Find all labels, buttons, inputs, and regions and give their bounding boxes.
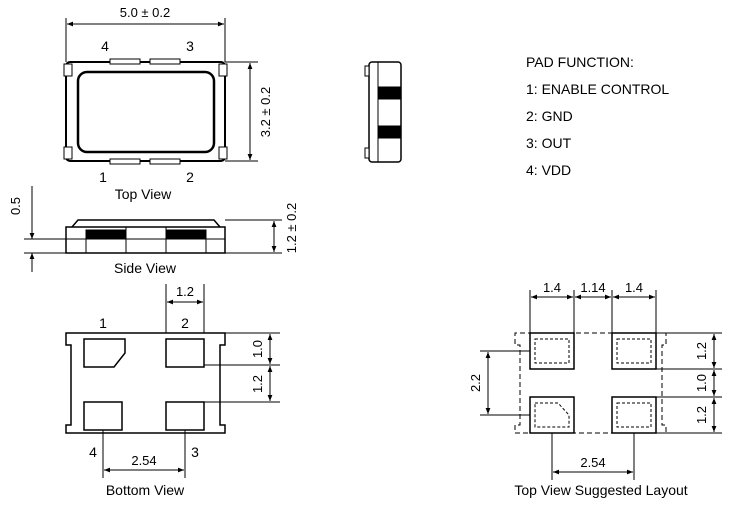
layout-padw-right-text: 1.4 (625, 280, 643, 295)
top-lid (76, 70, 216, 154)
top-pad-tab (109, 58, 141, 65)
layout-pad-3-inner (616, 402, 652, 428)
side-pad (165, 229, 207, 240)
bottom-view: 1.2 1.0 1.2 2.54 1 2 4 3 Bottom View (65, 284, 280, 498)
side-view: 0.5 1.2 ± 0.2 Side View (8, 186, 299, 276)
layout-pitch-text: 2.54 (580, 455, 605, 470)
side-view-caption: Side View (114, 260, 177, 276)
layout-gap-v-text: 1.0 (694, 374, 709, 392)
layout-pad-1-inner (534, 338, 570, 364)
bottom-body-outline (65, 332, 226, 434)
layout-padh-top-text: 1.2 (694, 342, 709, 360)
top-body-outline (65, 61, 226, 162)
top-pad-tab (149, 158, 181, 165)
profile-body (368, 61, 402, 163)
layout-pad-3 (611, 396, 657, 434)
top-pin-4: 4 (101, 38, 109, 54)
top-height-dim-text: 3.2 ± 0.2 (258, 87, 273, 138)
profile-pad (377, 125, 402, 139)
bottom-pin-3: 3 (191, 444, 199, 460)
top-pad-tab (218, 146, 228, 160)
bottom-pad-3 (165, 401, 205, 431)
pad-function-title: PAD FUNCTION: (526, 54, 634, 70)
bottom-pad-4 (83, 401, 123, 431)
layout-padw-left-text: 1.4 (543, 280, 561, 295)
bottom-view-caption: Bottom View (106, 482, 185, 498)
bottom-pad-2 (165, 338, 205, 368)
side-profile-view (364, 61, 402, 163)
bottom-pitch-dim-text: 2.54 (131, 453, 156, 468)
top-pin-2: 2 (186, 169, 194, 185)
top-pad-tab (218, 63, 228, 77)
bottom-pin-4: 4 (89, 444, 97, 460)
pad-function-item: 4: VDD (526, 162, 571, 178)
layout-pad-2 (611, 332, 657, 370)
layout-pad-4 (529, 396, 575, 434)
layout-pad-4-inner (534, 402, 570, 428)
bottom-padh-dim-text: 1.0 (250, 340, 265, 358)
side-lid (71, 219, 221, 228)
layout-body-outline (514, 332, 667, 434)
top-view-caption: Top View (115, 186, 172, 202)
profile-tab (364, 65, 370, 77)
suggested-layout-view: 1.4 1.14 1.4 2.2 1.2 1.0 1.2 2.5 (468, 280, 722, 498)
bottom-pad-1 (83, 338, 126, 368)
bottom-padw-dim-text: 1.2 (176, 284, 194, 299)
layout-pad-1 (529, 332, 575, 370)
top-pad-tab (149, 58, 181, 65)
pad-function-item: 3: OUT (526, 135, 572, 151)
layout-gap-text: 1.14 (580, 280, 605, 295)
side-pad-dim-text: 0.5 (8, 197, 23, 215)
top-pad-tab (63, 146, 73, 160)
top-pad-tab (63, 63, 73, 77)
profile-tab (364, 147, 370, 159)
layout-view-caption: Top View Suggested Layout (514, 482, 687, 498)
pad-function-table: PAD FUNCTION: 1: ENABLE CONTROL 2: GND 3… (526, 54, 669, 178)
pad-function-item: 1: ENABLE CONTROL (526, 81, 669, 97)
top-width-dim-text: 5.0 ± 0.2 (120, 5, 171, 20)
top-view: 5.0 ± 0.2 3.2 ± 0.2 4 3 1 2 Top View (63, 5, 273, 202)
side-pad (85, 229, 127, 240)
layout-total-dim-text: 2.2 (468, 374, 483, 392)
layout-padh-bottom-text: 1.2 (694, 406, 709, 424)
side-base (65, 226, 226, 254)
bottom-gap-dim-text: 1.2 (250, 375, 265, 393)
layout-pad-2-inner (616, 338, 652, 364)
profile-pad (377, 86, 402, 100)
top-pad-tab (109, 158, 141, 165)
side-height-dim-text: 1.2 ± 0.2 (284, 203, 299, 254)
bottom-pin-1: 1 (99, 315, 107, 331)
top-pin-1: 1 (99, 169, 107, 185)
bottom-pin-2: 2 (181, 315, 189, 331)
top-pin-3: 3 (186, 38, 194, 54)
pad-function-item: 2: GND (526, 108, 573, 124)
